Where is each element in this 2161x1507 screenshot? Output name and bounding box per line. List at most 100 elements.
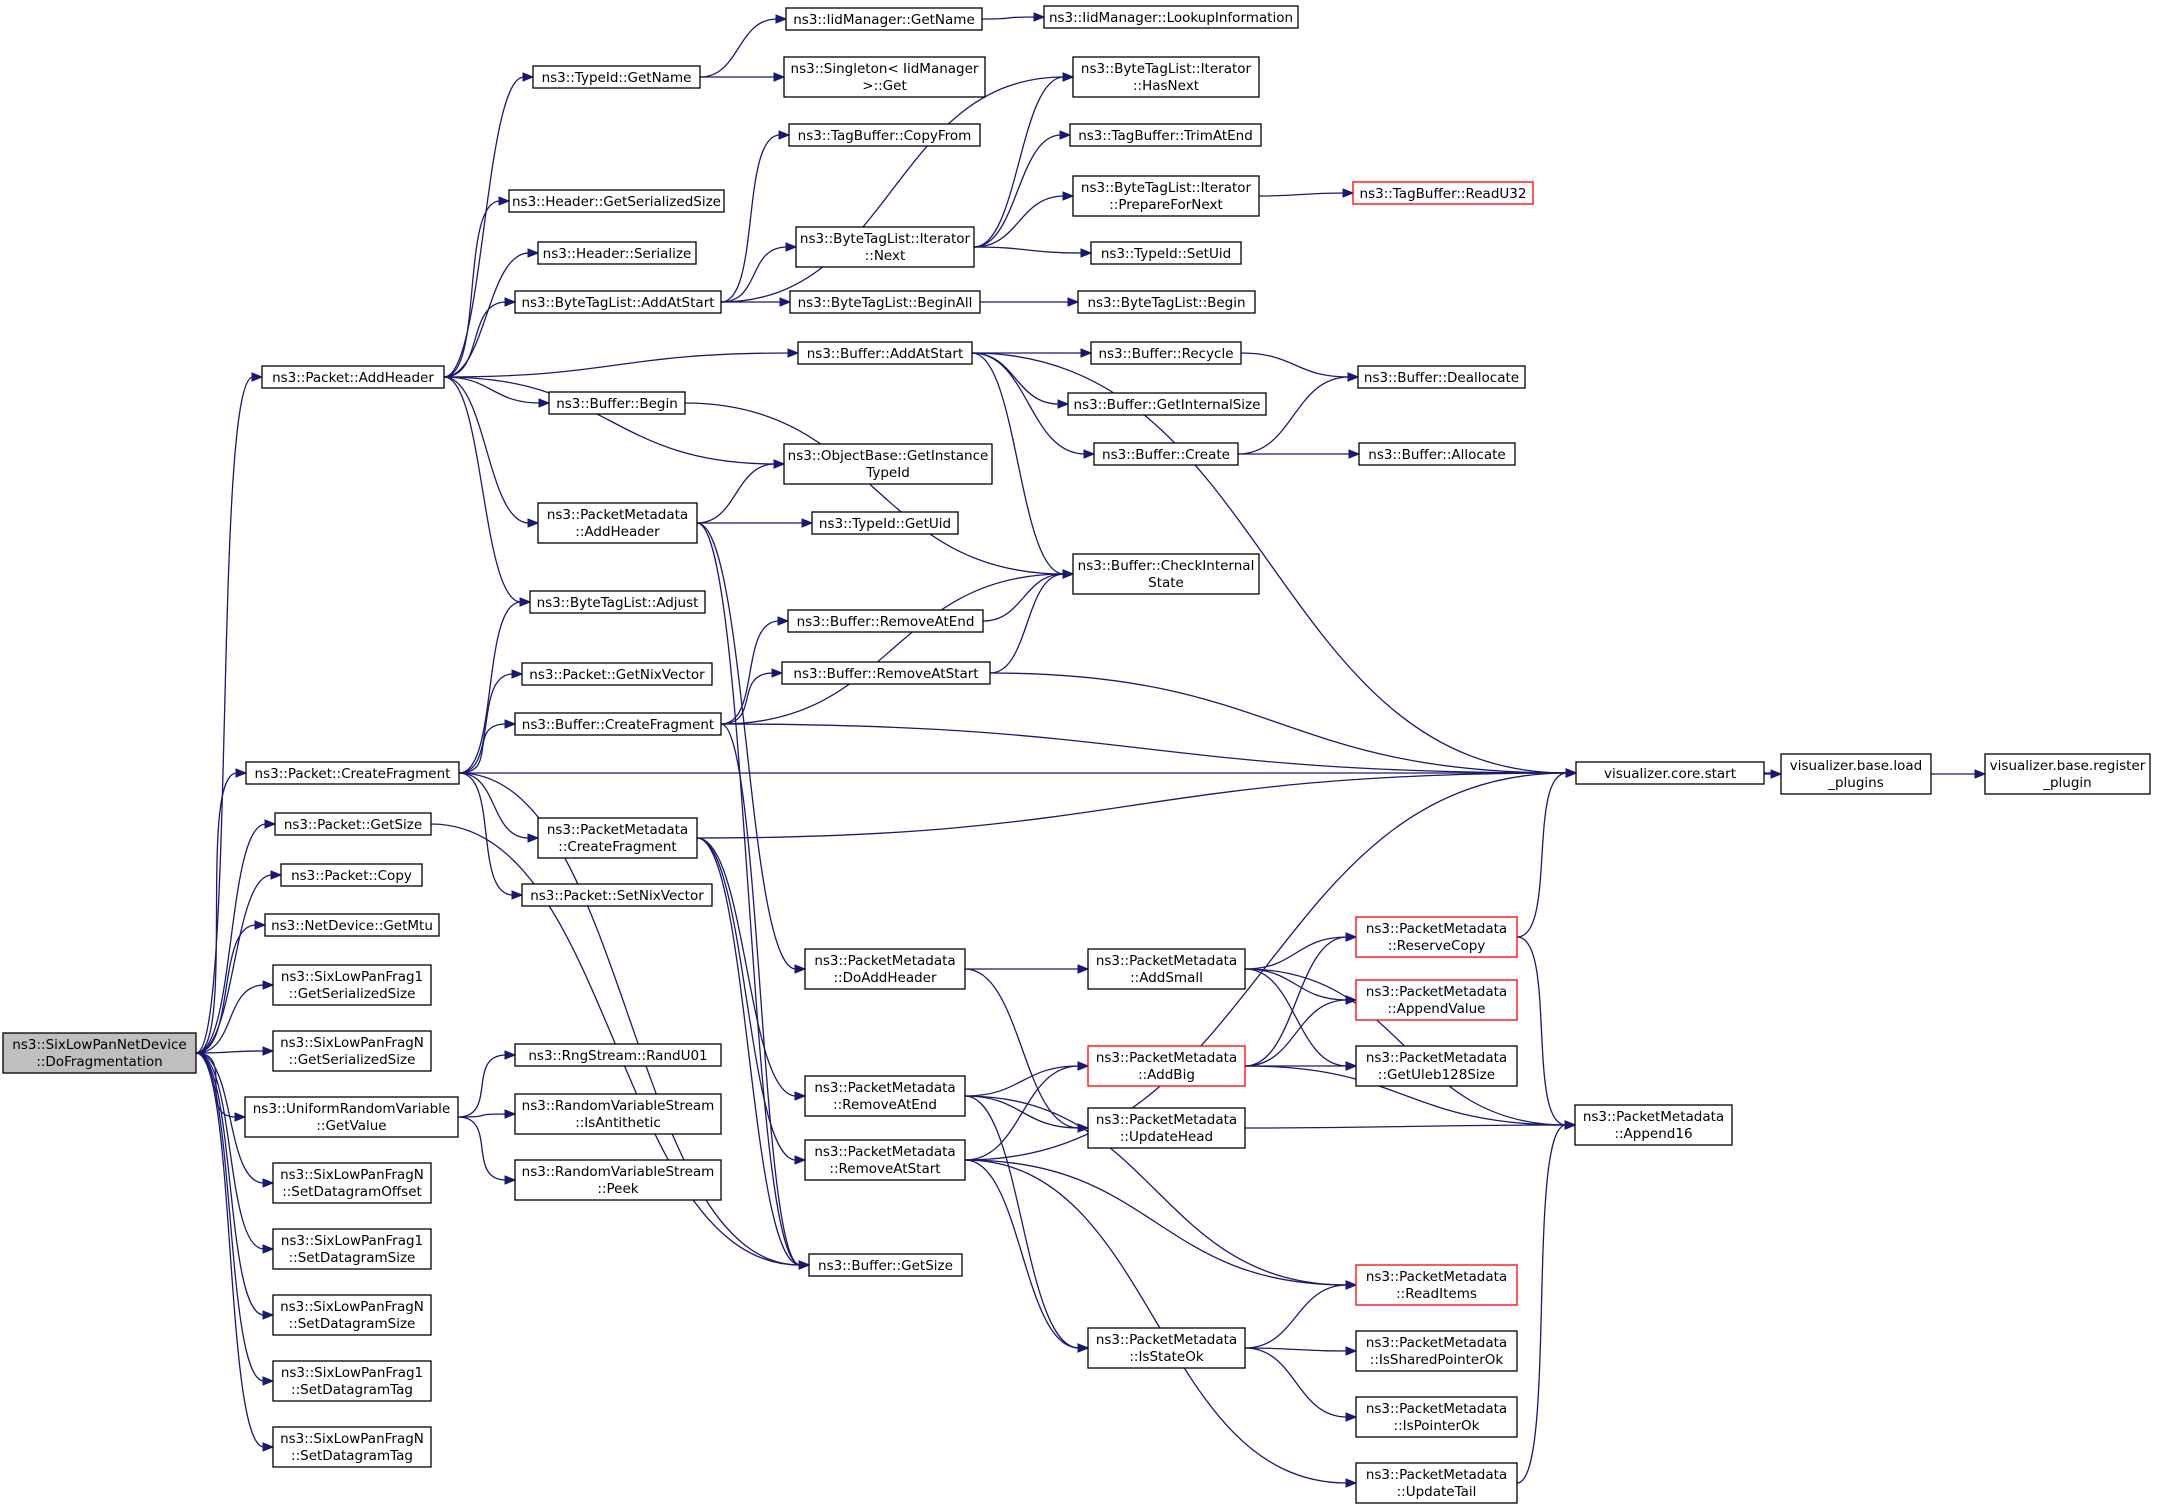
node-iidGetName[interactable]: ns3::IidManager::GetName — [785, 7, 983, 31]
node-bufDealloc[interactable]: ns3::Buffer::Deallocate — [1357, 365, 1526, 389]
node-label: ns3::ByteTagList::Iterator — [1081, 61, 1252, 77]
node-singletonGet[interactable]: ns3::Singleton< IidManager>::Get — [783, 56, 986, 98]
node-pmAppend16[interactable]: ns3::PacketMetadata::Append16 — [1574, 1104, 1733, 1146]
node-vizLoad[interactable]: visualizer.base.load_plugins — [1780, 753, 1932, 795]
node-pmReadItems[interactable]: ns3::PacketMetadata::ReadItems — [1355, 1264, 1518, 1306]
node-bufGetInt[interactable]: ns3::Buffer::GetInternalSize — [1067, 392, 1267, 416]
node-tbReadU32[interactable]: ns3::TagBuffer::ReadU32 — [1352, 181, 1534, 205]
node-bufRemoveEnd[interactable]: ns3::Buffer::RemoveAtEnd — [787, 609, 984, 633]
node-label: ns3::Buffer::Create — [1102, 447, 1230, 463]
node-pmAddHeader[interactable]: ns3::PacketMetadata::AddHeader — [537, 502, 698, 544]
node-pmReserve[interactable]: ns3::PacketMetadata::ReserveCopy — [1355, 916, 1518, 958]
node-btlBegin[interactable]: ns3::ByteTagList::Begin — [1077, 290, 1256, 314]
node-bufAlloc[interactable]: ns3::Buffer::Allocate — [1358, 442, 1516, 466]
node-urvGet[interactable]: ns3::UniformRandomVariable::GetValue — [244, 1096, 459, 1138]
node-label: ::Next — [865, 248, 906, 264]
node-createFragment[interactable]: ns3::Packet::CreateFragment — [245, 761, 460, 785]
node-getMtu[interactable]: ns3::NetDevice::GetMtu — [264, 913, 440, 937]
node-box — [1357, 365, 1526, 389]
node-pmIsState[interactable]: ns3::PacketMetadata::IsStateOk — [1087, 1327, 1246, 1369]
node-vizReg[interactable]: visualizer.base.register_plugin — [1984, 753, 2151, 795]
edge-createFragment-to-pmCreateFrag — [458, 772, 540, 843]
node-label: ns3::PacketMetadata — [1366, 1467, 1507, 1483]
node-pmShared[interactable]: ns3::PacketMetadata::IsSharedPointerOk — [1355, 1330, 1518, 1372]
node-pmRemoveEnd[interactable]: ns3::PacketMetadata::RemoveAtEnd — [804, 1075, 966, 1117]
node-btliPrep[interactable]: ns3::ByteTagList::Iterator::PrepareForNe… — [1072, 175, 1260, 217]
node-rvsAnti[interactable]: ns3::RandomVariableStream::IsAntithetic — [514, 1093, 722, 1135]
node-label: ns3::Buffer::Begin — [556, 396, 678, 412]
node-label: ::UpdateTail — [1397, 1484, 1477, 1500]
node-label: ::SetDatagramSize — [289, 1316, 416, 1332]
node-addHeader[interactable]: ns3::Packet::AddHeader — [261, 365, 445, 389]
edge-root-to-getSize — [195, 819, 277, 1054]
edge-pmIsState-to-pmReadItems — [1244, 1280, 1358, 1349]
node-bufRecycle[interactable]: ns3::Buffer::Recycle — [1090, 341, 1242, 365]
node-label: ns3::TypeId::GetName — [542, 70, 692, 86]
node-label: visualizer.base.register — [1990, 758, 2146, 774]
edge-addHeader-to-pmAddHeader — [443, 376, 540, 528]
node-bufGetSize[interactable]: ns3::Buffer::GetSize — [808, 1253, 963, 1277]
node-tbTrim[interactable]: ns3::TagBuffer::TrimAtEnd — [1069, 123, 1262, 147]
edge-addHeader-to-btlAdjust — [443, 376, 532, 607]
node-box — [537, 502, 698, 544]
node-root[interactable]: ns3::SixLowPanNetDevice::DoFragmentation — [2, 1032, 197, 1074]
node-btliHasNext[interactable]: ns3::ByteTagList::Iterator::HasNext — [1072, 56, 1260, 98]
node-bufBegin[interactable]: ns3::Buffer::Begin — [548, 391, 686, 415]
node-fragNSize[interactable]: ns3::SixLowPanFragN::SetDatagramSize — [272, 1294, 432, 1336]
node-pmUpdTail[interactable]: ns3::PacketMetadata::UpdateTail — [1355, 1462, 1518, 1504]
node-box — [1072, 175, 1260, 217]
edge-btliNext-to-btliPrep — [973, 191, 1075, 248]
node-bufAddAtStart[interactable]: ns3::Buffer::AddAtStart — [797, 341, 973, 365]
node-box — [1093, 442, 1239, 466]
node-fragNSer[interactable]: ns3::SixLowPanFragN::GetSerializedSize — [272, 1030, 432, 1072]
node-typeIdGetName[interactable]: ns3::TypeId::GetName — [532, 65, 701, 89]
node-pmRemoveStart[interactable]: ns3::PacketMetadata::RemoveAtStart — [804, 1139, 966, 1181]
node-label: ns3::PacketMetadata — [1366, 921, 1507, 937]
node-headerSerSize[interactable]: ns3::Header::GetSerializedSize — [508, 189, 725, 213]
node-bufCreateFrag[interactable]: ns3::Buffer::CreateFragment — [514, 712, 722, 736]
node-fragNOff[interactable]: ns3::SixLowPanFragN::SetDatagramOffset — [272, 1162, 432, 1204]
node-box — [804, 1139, 966, 1181]
node-rvsPeek[interactable]: ns3::RandomVariableStream::Peek — [514, 1159, 722, 1201]
node-frag1Size[interactable]: ns3::SixLowPanFrag1::SetDatagramSize — [272, 1228, 432, 1270]
node-label: ns3::Buffer::RemoveAtEnd — [797, 614, 975, 630]
node-pmCreateFrag[interactable]: ns3::PacketMetadata::CreateFragment — [537, 817, 698, 859]
node-pmUpdHead[interactable]: ns3::PacketMetadata::UpdateHead — [1087, 1107, 1246, 1149]
node-label: ns3::Buffer::Deallocate — [1364, 370, 1519, 386]
node-label: ns3::Header::GetSerializedSize — [512, 194, 721, 210]
node-btlAddAtStart[interactable]: ns3::ByteTagList::AddAtStart — [514, 290, 722, 314]
node-getNix[interactable]: ns3::Packet::GetNixVector — [521, 662, 713, 686]
node-setNix[interactable]: ns3::Packet::SetNixVector — [521, 883, 713, 907]
node-btliNext[interactable]: ns3::ByteTagList::Iterator::Next — [795, 226, 975, 268]
node-typeIdSetUid[interactable]: ns3::TypeId::SetUid — [1090, 241, 1242, 265]
node-pmUleb[interactable]: ns3::PacketMetadata::GetUleb128Size — [1355, 1045, 1518, 1087]
node-box — [795, 226, 975, 268]
node-fragNTag[interactable]: ns3::SixLowPanFragN::SetDatagramTag — [272, 1426, 432, 1468]
node-getSize[interactable]: ns3::Packet::GetSize — [274, 812, 432, 836]
node-pmAppendVal[interactable]: ns3::PacketMetadata::AppendValue — [1355, 979, 1518, 1021]
node-tbCopyFrom[interactable]: ns3::TagBuffer::CopyFrom — [788, 123, 981, 147]
node-box — [514, 290, 722, 314]
node-typeIdGetUid[interactable]: ns3::TypeId::GetUid — [811, 511, 959, 535]
node-pmDoAddHeader[interactable]: ns3::PacketMetadata::DoAddHeader — [804, 948, 966, 990]
node-frag1Ser[interactable]: ns3::SixLowPanFrag1::GetSerializedSize — [272, 964, 432, 1006]
node-headerSer[interactable]: ns3::Header::Serialize — [537, 241, 697, 265]
node-vizStart[interactable]: visualizer.core.start — [1575, 761, 1765, 785]
node-label: ns3::Buffer::CheckInternal — [1078, 558, 1255, 574]
node-iidLookup[interactable]: ns3::IidManager::LookupInformation — [1043, 5, 1299, 29]
node-pmPtrOk[interactable]: ns3::PacketMetadata::IsPointerOk — [1355, 1396, 1518, 1438]
node-label: ::RemoveAtStart — [829, 1161, 940, 1177]
node-copy[interactable]: ns3::Packet::Copy — [280, 863, 423, 887]
node-rngRand[interactable]: ns3::RngStream::RandU01 — [514, 1043, 722, 1067]
node-pmAddSmall[interactable]: ns3::PacketMetadata::AddSmall — [1087, 948, 1246, 990]
node-bufRemoveStart[interactable]: ns3::Buffer::RemoveAtStart — [781, 661, 991, 685]
node-btlBeginAll[interactable]: ns3::ByteTagList::BeginAll — [789, 290, 981, 314]
node-frag1Tag[interactable]: ns3::SixLowPanFrag1::SetDatagramTag — [272, 1360, 432, 1402]
node-pmAddBig[interactable]: ns3::PacketMetadata::AddBig — [1087, 1045, 1246, 1087]
edge-pmUpdHead-to-pmAppend16 — [1244, 1120, 1577, 1130]
node-bufCreate[interactable]: ns3::Buffer::Create — [1093, 442, 1239, 466]
edge-pmCreateFrag-to-pmRemoveStart — [696, 837, 807, 1165]
node-btlAdjust[interactable]: ns3::ByteTagList::Adjust — [529, 590, 706, 614]
